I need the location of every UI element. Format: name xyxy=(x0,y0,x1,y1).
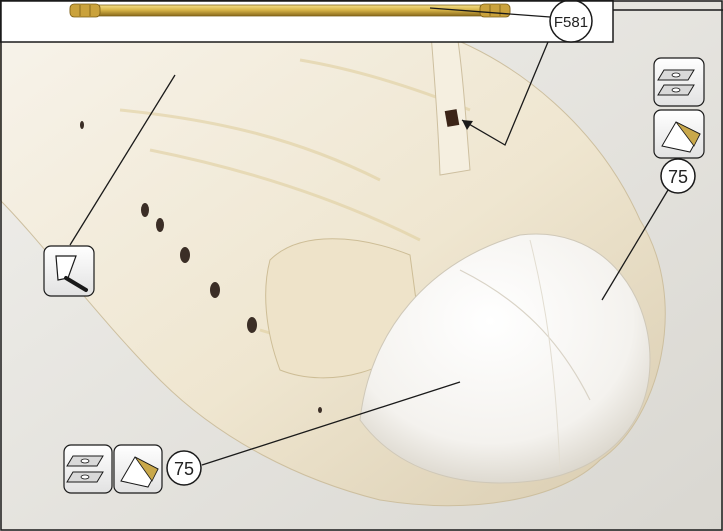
sandpaper-icon xyxy=(654,110,704,158)
step-callout-75-upper: 75 xyxy=(661,159,695,193)
scraper-icon xyxy=(44,246,94,296)
wood-filler-icon xyxy=(654,58,704,106)
part-callout-f581: F581 xyxy=(550,0,592,42)
wood-filler-icon xyxy=(64,445,112,493)
step-callout-label: 75 xyxy=(668,167,688,187)
brass-rod xyxy=(70,4,510,17)
step-callout-75-lower: 75 xyxy=(167,451,201,485)
part-callout-label: F581 xyxy=(554,14,588,31)
sandpaper-icon xyxy=(114,445,162,493)
step-callout-label: 75 xyxy=(174,459,194,479)
